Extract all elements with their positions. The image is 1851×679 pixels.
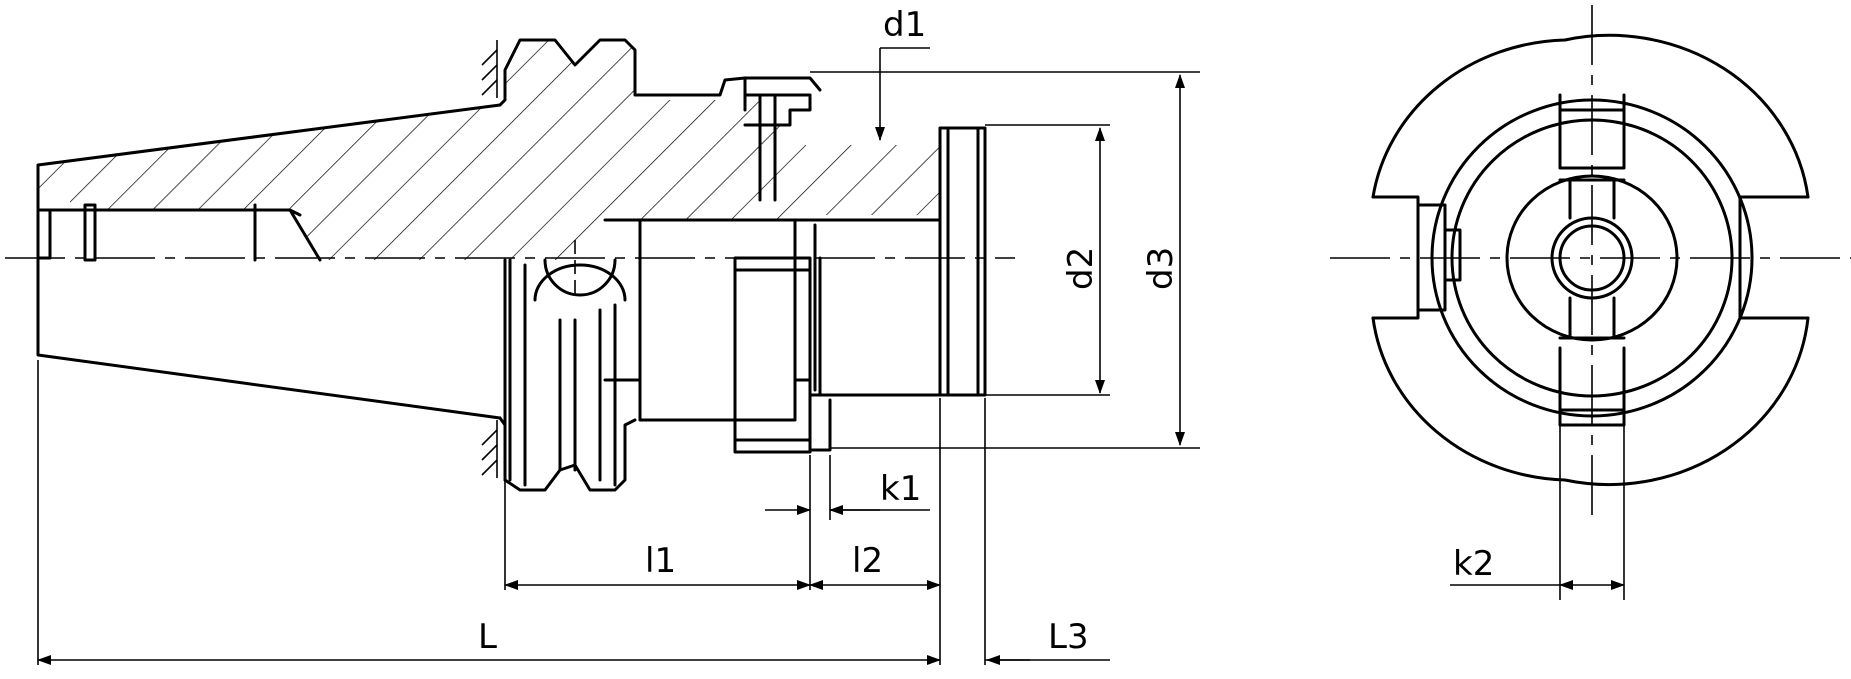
outer-rim [1371, 33, 1810, 487]
front-view: k2 [1330, 5, 1851, 600]
label-l2: l2 [852, 541, 883, 581]
set-screw [743, 76, 812, 202]
label-d2: d2 [1061, 247, 1101, 290]
dimensions: d1 d2 d3 k1 l1 l2 L L3 [37, 5, 1200, 665]
pull-stud-bore [38, 203, 322, 262]
label-k1: k1 [880, 469, 921, 509]
flange-groove-arc [533, 258, 627, 302]
adapter-body [603, 218, 812, 454]
body-section-hatch [38, 40, 940, 260]
side-view [5, 38, 1015, 492]
label-L3: L3 [1048, 617, 1089, 657]
front-collar [938, 126, 987, 397]
label-d1: d1 [883, 5, 926, 45]
flange-grooves [508, 258, 617, 487]
key-block [808, 398, 832, 452]
label-l1: l1 [645, 541, 676, 581]
label-d3: d3 [1141, 247, 1181, 290]
support-marks [481, 40, 498, 478]
label-k2: k2 [1453, 544, 1494, 584]
label-L: L [478, 617, 497, 657]
key-slot [1558, 178, 1626, 340]
adapter-nose [793, 218, 942, 397]
flange-profile [498, 38, 822, 107]
